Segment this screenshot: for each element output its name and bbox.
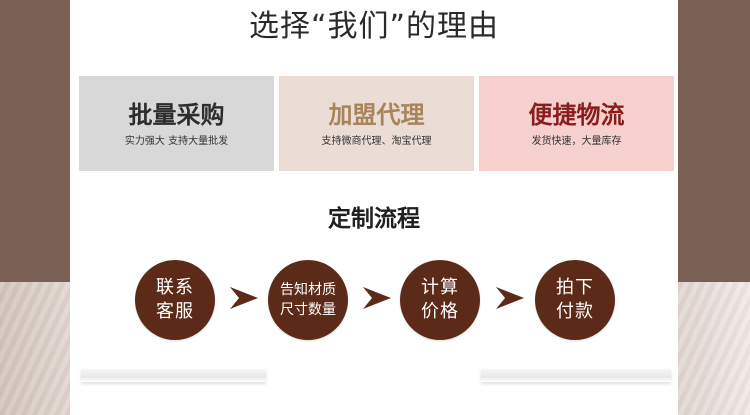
reason-card-title: 加盟代理 [328, 101, 425, 129]
process-arrow-icon [496, 287, 524, 309]
reason-card-franchise-agent: 加盟代理 支持微商代理、淘宝代理 [279, 76, 474, 171]
process-step-line: 客服 [156, 301, 194, 322]
process-step-place-order-pay: 拍下 付款 [535, 260, 615, 340]
process-step-text: 计算 价格 [421, 276, 459, 324]
process-step-line: 拍下 [556, 277, 594, 298]
reason-card-description: 支持微商代理、淘宝代理 [321, 136, 432, 147]
process-arrow-icon [363, 287, 391, 309]
process-step-text: 告知材质 尺寸数量 [280, 280, 336, 320]
process-step-line: 联系 [156, 277, 194, 298]
reason-card-bulk-purchase: 批量采购 实力强大 支持大量批发 [79, 76, 274, 171]
content-panel: 选择“我们”的理由 批量采购 实力强大 支持大量批发 加盟代理 支持微商代理、淘… [70, 0, 678, 415]
process-step-line: 付款 [556, 301, 594, 322]
reason-card-description: 实力强大 支持大量批发 [124, 136, 229, 147]
process-arrow-icon [230, 287, 258, 309]
process-step-line: 计算 [421, 277, 459, 298]
customization-process-title: 定制流程 [328, 206, 420, 232]
decorative-shelf-right [481, 369, 671, 382]
reason-card-title: 批量采购 [128, 101, 225, 129]
reason-card-description: 发货快速，大量库存 [531, 136, 622, 147]
page-title: 选择“我们”的理由 [248, 9, 500, 44]
reason-card-fast-logistics: 便捷物流 发货快速，大量库存 [479, 76, 674, 171]
process-step-text: 联系 客服 [156, 276, 194, 324]
process-step-contact-support: 联系 客服 [135, 260, 215, 340]
process-step-text: 拍下 付款 [556, 276, 594, 324]
decorative-shelf-left [81, 369, 266, 382]
process-step-line: 尺寸数量 [280, 302, 336, 318]
process-step-line: 价格 [421, 301, 459, 322]
process-step-calculate-price: 计算 价格 [400, 260, 480, 340]
process-step-provide-material-size-quantity: 告知材质 尺寸数量 [268, 260, 348, 340]
process-step-line: 告知材质 [280, 282, 336, 298]
reason-card-title: 便捷物流 [528, 101, 625, 129]
